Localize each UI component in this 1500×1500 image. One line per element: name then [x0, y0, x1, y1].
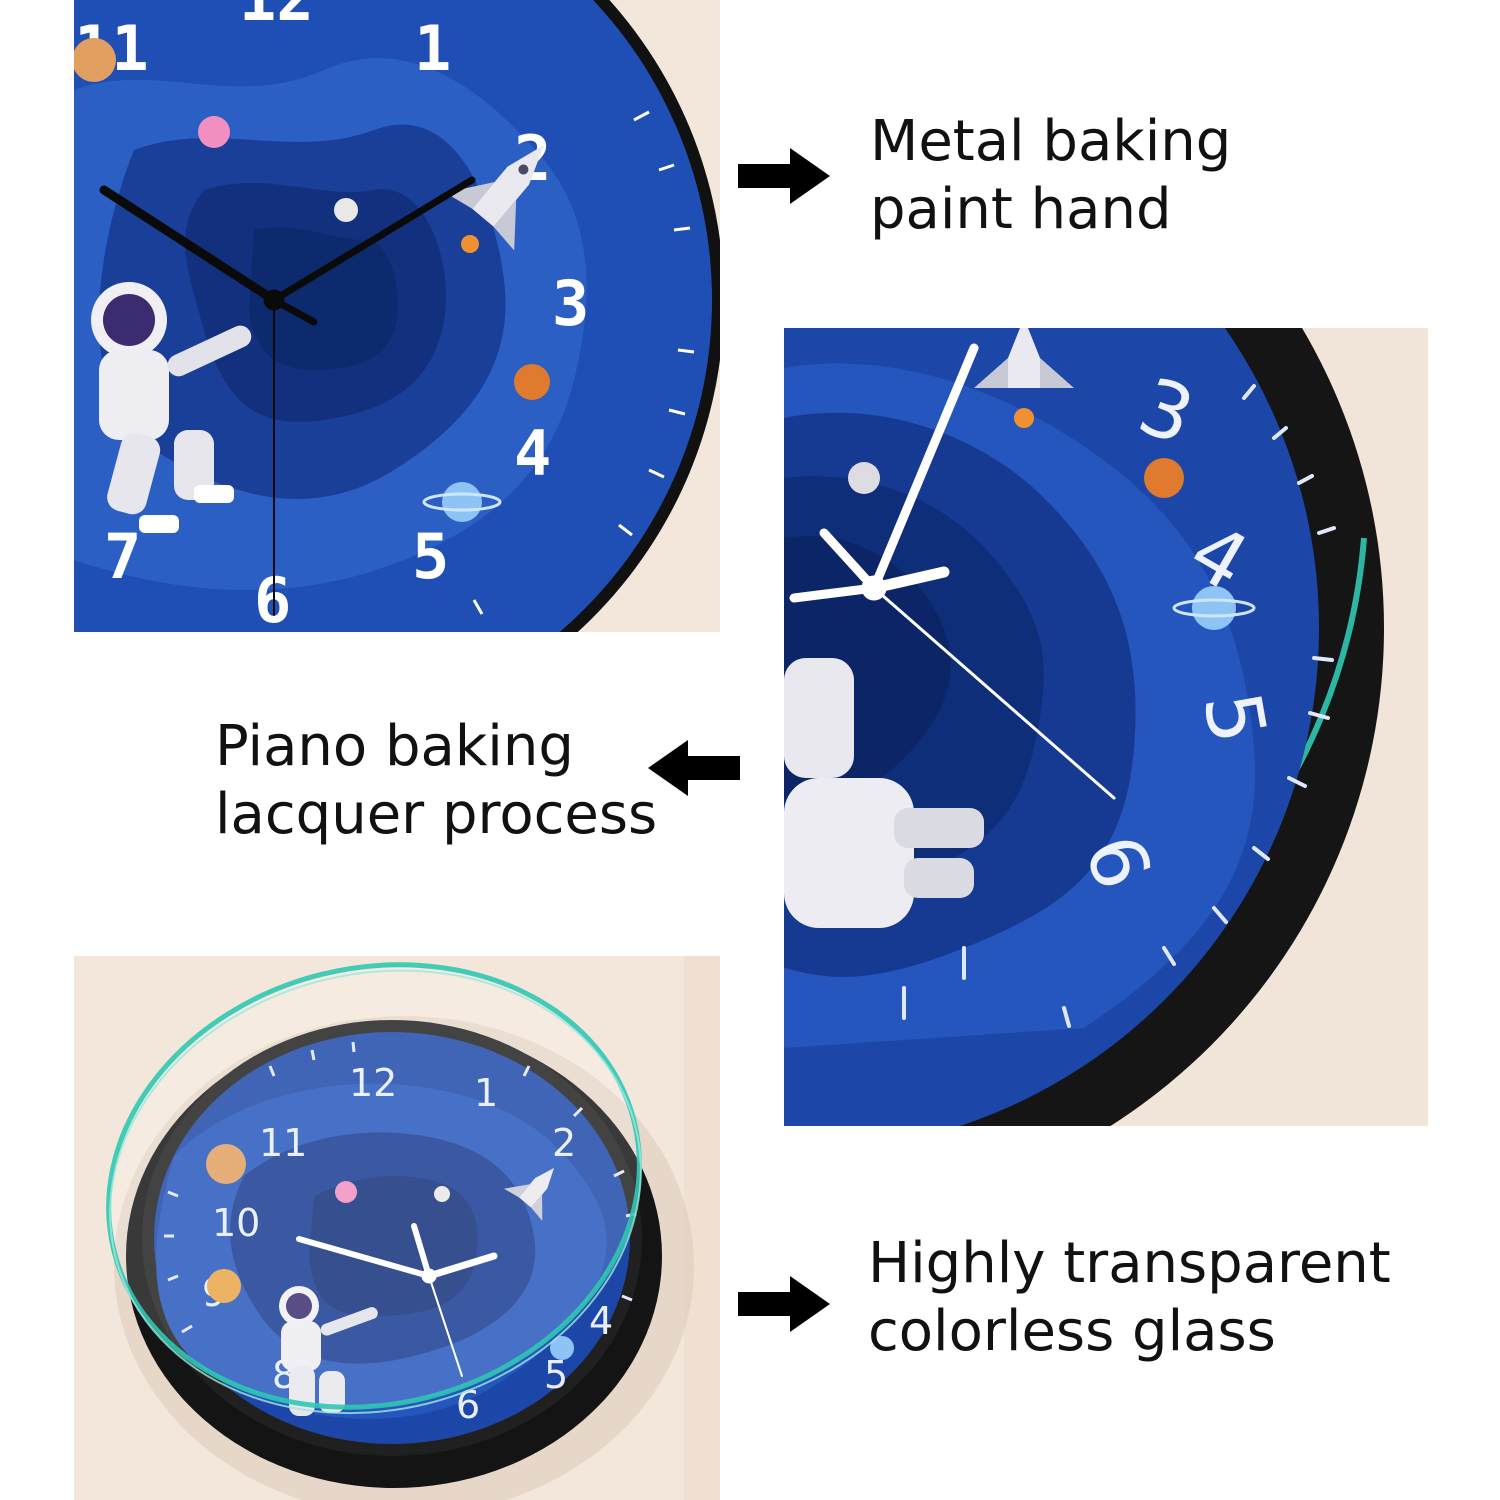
numeral-1: 1: [414, 12, 451, 85]
feature-caption-glass: Highly transparent colorless glass: [868, 1230, 1391, 1366]
space-shuttle-icon: [974, 328, 1074, 388]
numeral-3: 3: [552, 267, 589, 340]
glass-lens: [106, 962, 642, 1415]
numeral-12: 12: [349, 1061, 397, 1105]
numeral-5: 5: [412, 520, 449, 593]
clock-hands: [296, 1223, 498, 1377]
arrow-right-icon: [738, 148, 830, 204]
numeral-7: 7: [104, 520, 141, 593]
feature-caption-line: Highly transparent: [868, 1231, 1391, 1296]
space-shuttle-icon: [503, 1168, 554, 1221]
feature-caption-lacquer: Piano baking lacquer process: [215, 713, 657, 849]
planet-icon: [1144, 458, 1184, 498]
clock-hands-illustration: 12 1 2 3 4 5 6 7 11: [74, 0, 720, 632]
clock-hands: [99, 176, 476, 616]
numeral-4: 4: [514, 417, 551, 490]
numeral-10: 10: [212, 1201, 260, 1245]
numeral-5: 5: [544, 1353, 568, 1397]
numeral-4: 4: [589, 1299, 613, 1343]
space-shuttle-icon: [445, 145, 544, 251]
numeral-2: 2: [552, 1121, 576, 1165]
photo-clock-frame: 3 4 5 6: [784, 328, 1428, 1126]
numeral-1: 1: [474, 1071, 498, 1115]
planet-icon: [335, 1181, 357, 1203]
planet-icon: [422, 482, 502, 522]
planet-icon: [434, 1186, 450, 1202]
feature-caption-line: Metal baking: [870, 109, 1232, 174]
planet-icon: [334, 198, 358, 222]
arrow-right-icon: [738, 1276, 830, 1332]
planet-icon: [207, 1269, 241, 1303]
planet-icon: [550, 1336, 574, 1360]
numeral-6: 6: [254, 564, 291, 632]
planet-icon: [206, 1144, 246, 1184]
feature-caption-line: colorless glass: [868, 1299, 1276, 1364]
feature-caption-hand: Metal baking paint hand: [870, 108, 1231, 244]
astronaut-icon: [279, 1286, 378, 1416]
clock-hands: [789, 343, 1116, 800]
feature-caption-line: lacquer process: [215, 782, 658, 847]
numeral-11: 11: [259, 1121, 307, 1165]
photo-clock-hands: 12 1 2 3 4 5 6 7 11: [74, 0, 720, 632]
numeral-12: 12: [239, 0, 314, 35]
planet-icon: [1172, 586, 1256, 630]
photo-clock-glass: 12 1 2 10 11 9 4 5 6 8: [74, 956, 720, 1500]
planet-icon: [198, 116, 230, 148]
feature-caption-line: Piano baking: [215, 714, 574, 779]
planet-icon: [514, 364, 550, 400]
clock-glass-illustration: 12 1 2 10 11 9 4 5 6 8: [74, 956, 720, 1500]
planet-icon: [848, 462, 880, 494]
astronaut-icon: [784, 658, 984, 928]
feature-caption-line: paint hand: [870, 177, 1172, 242]
planet-icon: [74, 38, 116, 82]
arrow-left-icon: [648, 740, 740, 796]
clock-frame-illustration: 3 4 5 6: [784, 328, 1428, 1126]
astronaut-icon: [91, 282, 252, 533]
